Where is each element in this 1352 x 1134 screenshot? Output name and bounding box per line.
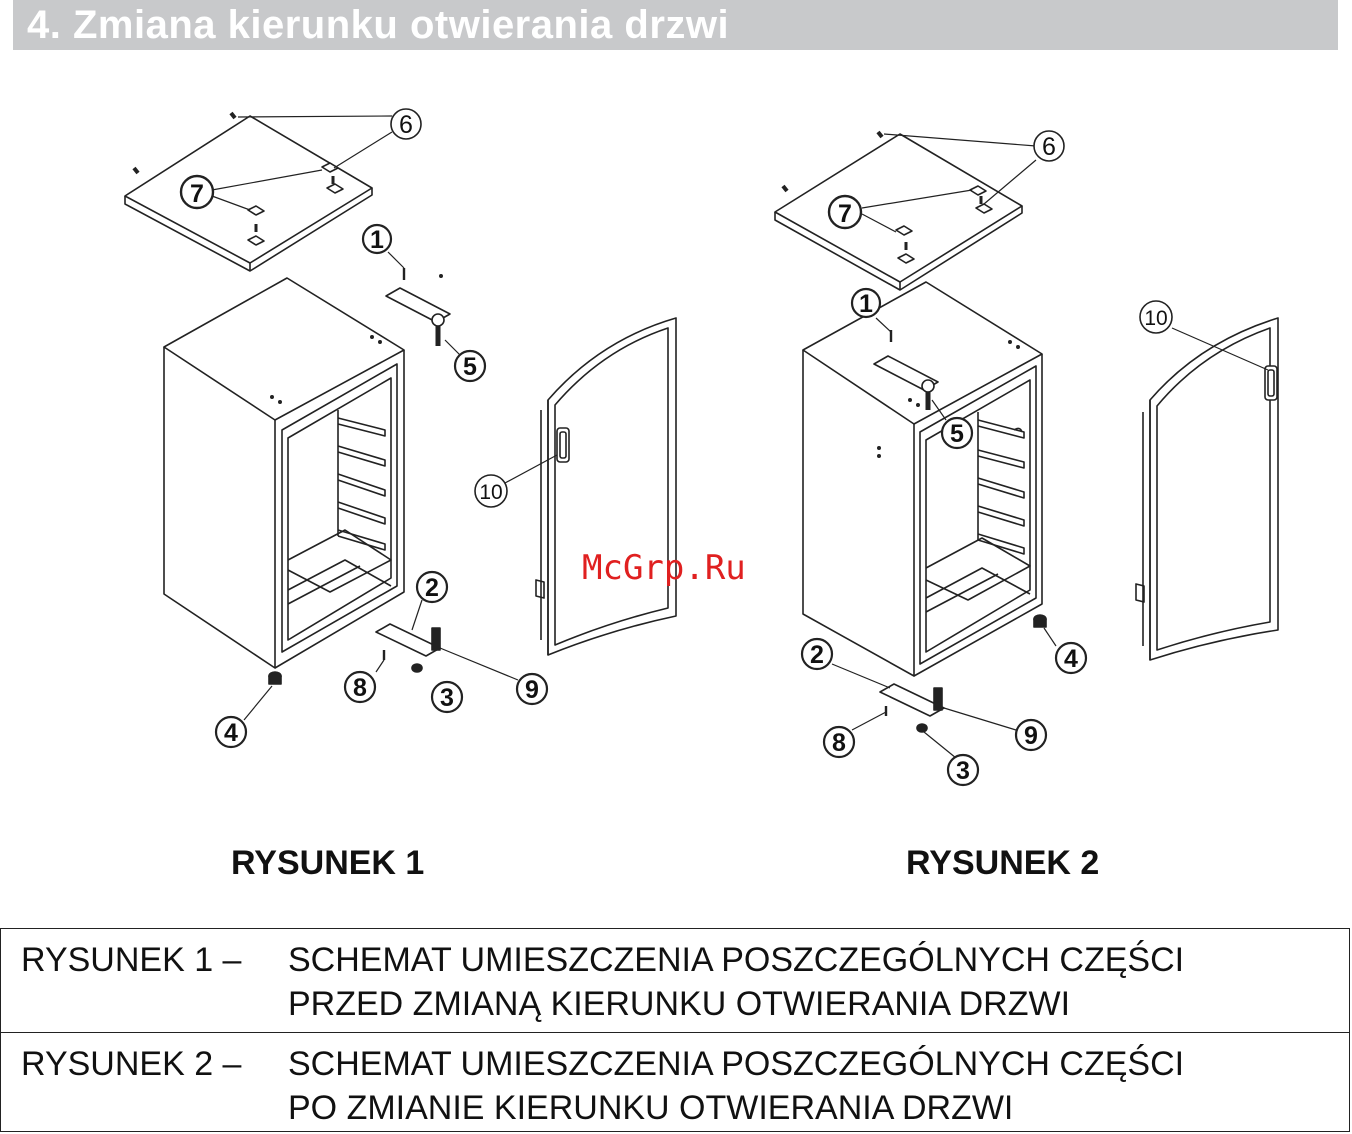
legend-row: RYSUNEK 2 – SCHEMAT UMIESZCZENIA POSZCZE… (1, 1032, 1349, 1134)
svg-text:2: 2 (425, 574, 439, 602)
svg-text:5: 5 (463, 353, 477, 381)
svg-text:8: 8 (353, 674, 367, 702)
watermark: McGrp.Ru (582, 548, 746, 588)
svg-text:2: 2 (810, 641, 824, 669)
exploded-diagram: 6 7 1 5 10 2 8 3 9 4 6 7 1 10 5 2 4 9 8 … (0, 0, 1352, 900)
svg-text:7: 7 (838, 200, 852, 228)
callout-3: 3 (948, 755, 978, 785)
callout-10: 10 (1140, 301, 1172, 333)
svg-text:4: 4 (1064, 645, 1078, 673)
svg-text:9: 9 (1024, 722, 1038, 750)
cabinet-2 (803, 282, 1042, 676)
svg-text:8: 8 (832, 729, 846, 757)
foot-2 (1034, 615, 1046, 627)
callout-8: 8 (345, 672, 375, 702)
figure-1-caption: RYSUNEK 1 (231, 844, 424, 883)
legend-table: RYSUNEK 1 – SCHEMAT UMIESZCZENIA POSZCZE… (0, 928, 1350, 1132)
svg-text:10: 10 (479, 481, 502, 504)
figure-2-caption: RYSUNEK 2 (906, 844, 1099, 883)
callout-4: 4 (216, 717, 246, 747)
door-2 (1136, 318, 1278, 660)
callout-9: 9 (1016, 720, 1046, 750)
callout-6: 6 (1034, 131, 1064, 161)
svg-text:3: 3 (440, 684, 454, 712)
legend-line: SCHEMAT UMIESZCZENIA POSZCZEGÓLNYCH CZĘŚ… (288, 941, 1184, 980)
callout-8: 8 (824, 727, 854, 757)
callout-1: 1 (363, 225, 391, 254)
callout-7: 7 (829, 196, 861, 228)
legend-line: PO ZMIANIE KIERUNKU OTWIERANIA DRZWI (288, 1089, 1013, 1128)
callout-4: 4 (1056, 643, 1086, 673)
svg-text:6: 6 (1042, 133, 1056, 161)
callout-5: 5 (942, 418, 972, 448)
svg-text:7: 7 (190, 180, 204, 208)
legend-line: SCHEMAT UMIESZCZENIA POSZCZEGÓLNYCH CZĘŚ… (288, 1045, 1184, 1084)
foot-1 (269, 672, 281, 684)
callout-10: 10 (475, 475, 507, 507)
callout-5: 5 (455, 351, 485, 381)
svg-text:6: 6 (399, 111, 413, 139)
svg-text:5: 5 (950, 420, 964, 448)
door-1 (536, 318, 676, 655)
callout-3: 3 (432, 682, 462, 712)
legend-line: PRZED ZMIANĄ KIERUNKU OTWIERANIA DRZWI (288, 985, 1070, 1024)
svg-text:4: 4 (224, 719, 238, 747)
legend-key: RYSUNEK 2 – (21, 1045, 241, 1084)
callout-1: 1 (852, 289, 880, 318)
top-cover-2 (775, 134, 1022, 290)
cabinet-1 (164, 278, 404, 668)
svg-text:1: 1 (370, 226, 384, 254)
callout-6: 6 (391, 109, 421, 139)
bottom-hinge-2 (880, 684, 944, 732)
callout-2: 2 (802, 639, 832, 669)
legend-key: RYSUNEK 1 – (21, 941, 241, 980)
legend-row: RYSUNEK 1 – SCHEMAT UMIESZCZENIA POSZCZE… (1, 929, 1349, 1030)
svg-text:10: 10 (1144, 307, 1167, 330)
svg-text:1: 1 (859, 290, 873, 318)
callout-2: 2 (417, 572, 447, 602)
callout-9: 9 (517, 674, 547, 704)
svg-text:3: 3 (956, 757, 970, 785)
bottom-hinge-1 (376, 624, 440, 672)
svg-text:9: 9 (525, 676, 539, 704)
top-hinge-1 (386, 268, 450, 346)
top-cover-1 (125, 116, 372, 271)
callout-7: 7 (181, 176, 213, 208)
